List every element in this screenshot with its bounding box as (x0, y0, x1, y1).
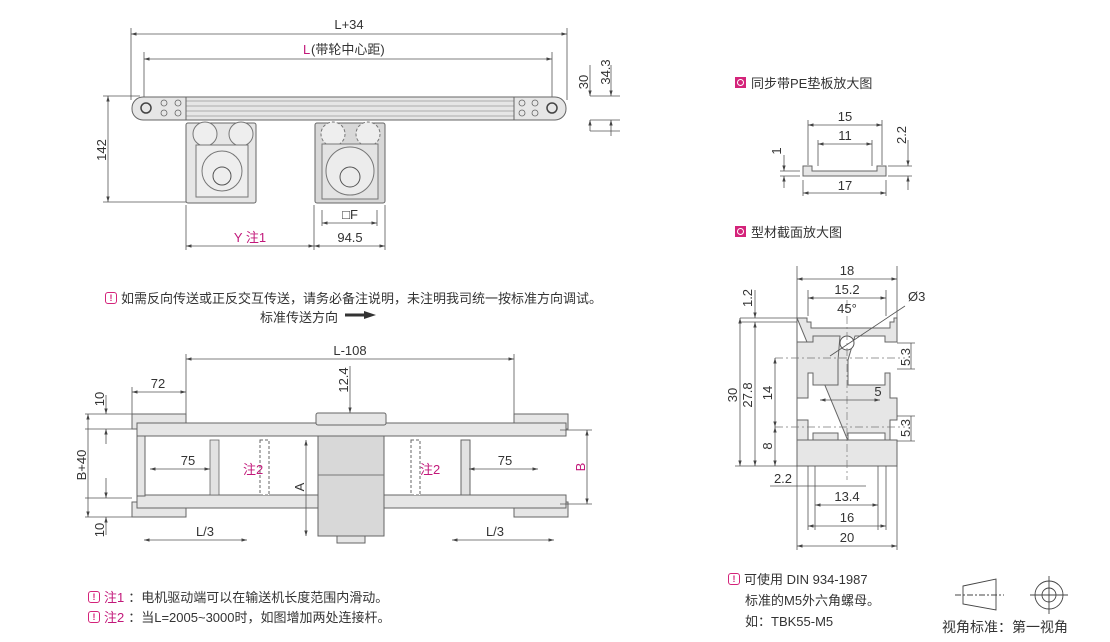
profile-dim-1-2: 1.2 (740, 289, 755, 307)
profile-dim-27-8: 27.8 (740, 382, 755, 407)
standard-direction-label: 标准传送方向 (260, 310, 339, 325)
note-2: ! 注2：当L=2005~3000时，如图增加两处连接杆。 (88, 607, 391, 626)
profile-dim-5-3-bottom: 5.3 (898, 419, 913, 437)
dim-overall-length: L+34 (334, 17, 363, 32)
dim-l3-left: L/3 (196, 524, 214, 539)
pe-dim-1: 1 (769, 147, 784, 154)
optional-rod (259, 439, 270, 496)
pe-dim-2-2: 2.2 (894, 126, 909, 144)
note2-label-left: 注2 (243, 462, 263, 477)
dim-94-5: 94.5 (337, 230, 362, 245)
dim-center-prefix: L (303, 42, 310, 57)
section-marker-icon (735, 77, 746, 88)
pe-pad-shape (802, 165, 887, 177)
profile-dim-13-4: 13.4 (834, 489, 859, 504)
right-pulley-icon (546, 102, 558, 114)
warning-icon: ! (88, 590, 100, 603)
top-view: L+34 L (带轮中心距) 30 34.3 142 (94, 17, 620, 250)
profile-dim-5: 5 (874, 384, 881, 399)
pe-pad-detail: 15 11 17 1 2.2 (769, 109, 912, 196)
warning-icon: ! (88, 610, 100, 623)
direction-arrow-icon (345, 311, 376, 319)
dim-b: B (573, 463, 588, 472)
pe-dim-15: 15 (838, 109, 852, 124)
dim-10-top: 10 (92, 392, 107, 406)
dim-a: A (292, 482, 307, 491)
profile-dim-8: 8 (760, 442, 775, 449)
left-pulley-icon (140, 102, 152, 114)
dim-height-34-3: 34.3 (598, 59, 613, 84)
dim-l3-right: L/3 (486, 524, 504, 539)
profile-dim-30: 30 (725, 388, 740, 402)
dim-75-left: 75 (181, 453, 195, 468)
warning-icon: ! (105, 291, 117, 304)
profile-header: 型材截面放大图 (735, 222, 842, 241)
warning-icon: ! (728, 572, 740, 585)
note-2-key: 注2 (104, 610, 125, 625)
plan-view: L-108 72 12.4 10 10 B+40 (74, 343, 592, 544)
profile-dim-45: 45° (837, 301, 857, 316)
direction-note: ! 如需反向传送或正反交互传送，请务必备注说明，未注明我司统一按标准方向调试。 (105, 288, 602, 307)
pe-dim-11: 11 (838, 128, 852, 143)
direction-note-text: 如需反向传送或正反交互传送，请务必备注说明，未注明我司统一按标准方向调试。 (121, 291, 603, 306)
connecting-rod (209, 439, 220, 496)
note2-label-right: 注2 (420, 462, 440, 477)
dim-142: 142 (94, 139, 109, 161)
profile-dim-16: 16 (840, 510, 854, 525)
dim-72: 72 (151, 376, 165, 391)
motor-cover (315, 412, 387, 426)
dim-10-bottom: 10 (92, 523, 107, 537)
section-marker-icon (735, 226, 746, 237)
nut-note-line1: 可使用 DIN 934-1987 (744, 572, 868, 587)
end-shaft (136, 435, 146, 497)
nut-note-line2: 标准的M5外六角螺母。 (745, 593, 881, 608)
connecting-rod (460, 439, 471, 496)
profile-title: 型材截面放大图 (751, 225, 843, 240)
profile-section-detail: 18 15.2 45° Ø3 1.2 30 27.8 14 8 5.3 5.3 … (725, 263, 925, 550)
dim-l-108: L-108 (333, 343, 366, 358)
profile-dim-18: 18 (840, 263, 854, 278)
profile-dim-15-2: 15.2 (834, 282, 859, 297)
motor-shaft (336, 535, 366, 544)
profile-dim-20: 20 (840, 530, 854, 545)
note-1-text: ：电机驱动端可以在输送机长度范围内滑动。 (128, 590, 389, 605)
profile-dim-2-2: 2.2 (774, 471, 792, 486)
optional-rod (410, 439, 421, 496)
nut-note-line3: 如：TBK55-M5 (745, 614, 834, 629)
dim-75-right: 75 (498, 453, 512, 468)
profile-dim-5-3-top: 5.3 (898, 348, 913, 366)
note-1-key: 注1 (104, 590, 125, 605)
dim-center-distance: (带轮中心距) (311, 42, 385, 57)
dim-height-30: 30 (576, 75, 591, 89)
motor-body (317, 435, 385, 537)
note-1: ! 注1：电机驱动端可以在输送机长度范围内滑动。 (88, 587, 388, 606)
pe-pad-title: 同步带PE垫板放大图 (751, 76, 873, 91)
profile-dim-d3: Ø3 (908, 289, 925, 304)
dim-motor-square: □F (342, 207, 358, 222)
first-angle-projection-icon (955, 576, 1068, 614)
dim-b-plus-40: B+40 (74, 450, 89, 481)
dim-12-4: 12.4 (336, 367, 351, 392)
note-2-text: ：当L=2005~3000时，如图增加两处连接杆。 (128, 610, 391, 625)
dim-y-note1: Y 注1 (234, 230, 266, 245)
pe-dim-17: 17 (838, 178, 852, 193)
conveyor-beam (131, 96, 567, 121)
profile-outline-left (796, 318, 841, 466)
projection-label: 视角标准：第一视角 (942, 619, 1068, 635)
profile-dim-14: 14 (760, 386, 775, 400)
pe-pad-header: 同步带PE垫板放大图 (735, 73, 872, 92)
nut-note: ! 可使用 DIN 934-1987 (728, 569, 868, 588)
